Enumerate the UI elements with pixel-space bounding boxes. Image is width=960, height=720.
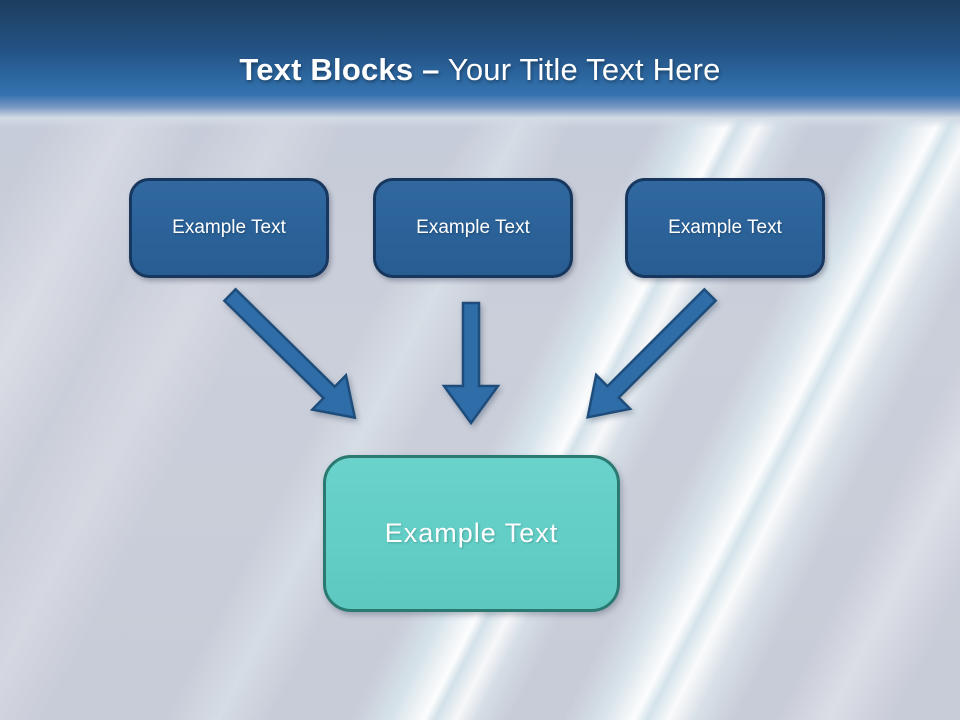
text-block-3[interactable]: Example Text bbox=[625, 178, 825, 278]
slide-title-regular: Your Title Text Here bbox=[439, 52, 721, 87]
text-block-2-label: Example Text bbox=[416, 217, 530, 238]
text-block-3-label: Example Text bbox=[668, 217, 782, 238]
text-block-1-label: Example Text bbox=[172, 217, 286, 238]
slide-title: Text Blocks – Your Title Text Here bbox=[0, 52, 960, 88]
slide-title-bold: Text Blocks – bbox=[239, 52, 440, 87]
text-block-2[interactable]: Example Text bbox=[373, 178, 573, 278]
result-block-label: Example Text bbox=[384, 518, 559, 548]
text-block-1[interactable]: Example Text bbox=[129, 178, 329, 278]
result-block[interactable]: Example Text bbox=[323, 455, 620, 612]
title-band: Text Blocks – Your Title Text Here bbox=[0, 0, 960, 128]
